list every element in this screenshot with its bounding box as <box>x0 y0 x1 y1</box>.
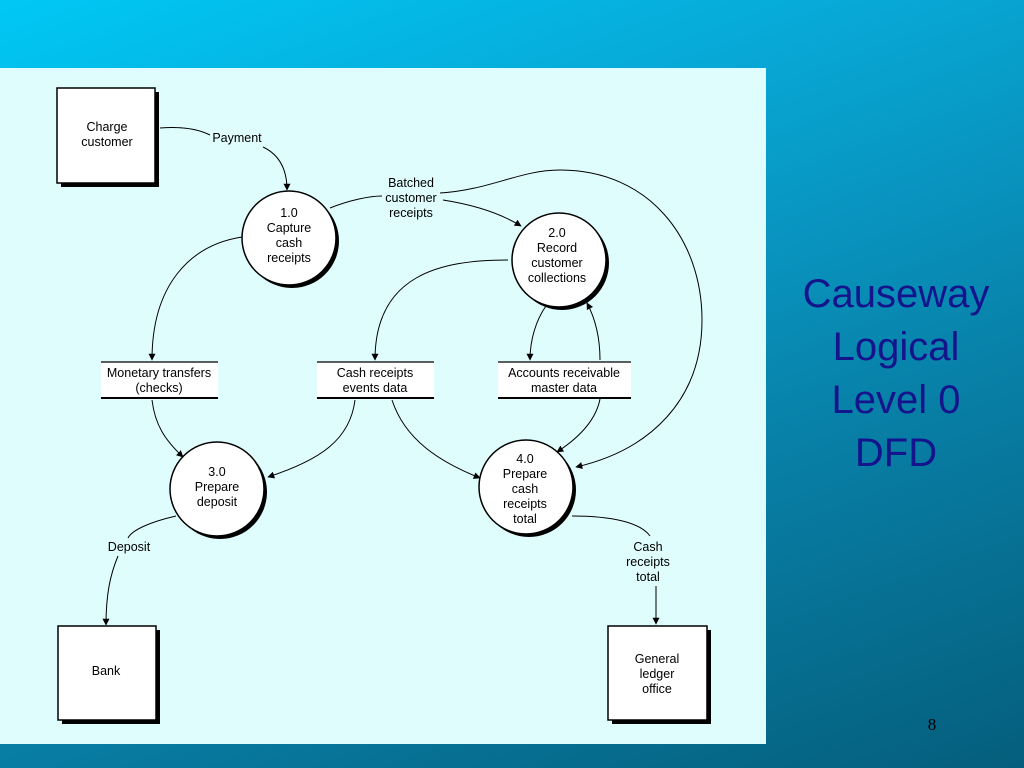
flow-total-a <box>571 515 651 537</box>
flow-label-line: Batched <box>388 176 434 190</box>
flow-batched-a <box>329 195 383 209</box>
datastore-accounts-receivable: Accounts receivable master data <box>498 361 631 399</box>
process-label-line: customer <box>531 256 582 270</box>
flow-p2-to-ar <box>526 305 547 361</box>
flow-payment-a <box>159 127 211 136</box>
flow-cash-events-to-p4 <box>391 399 481 479</box>
entity-bank: Bank <box>57 625 160 724</box>
process-label-line: Capture <box>267 221 312 235</box>
flow-ar-to-p2 <box>586 302 601 361</box>
entity-charge-customer: Charge customer <box>56 87 159 187</box>
process-label-line: cash <box>276 236 302 250</box>
process-label-line: 3.0 <box>208 465 225 479</box>
flow-label-batched-customer-receipts: Batched customer receipts <box>385 176 436 220</box>
flow-label-deposit: Deposit <box>108 540 151 554</box>
datastore-monetary-transfers: Monetary transfers (checks) <box>101 361 218 399</box>
flow-deposit-b <box>102 555 119 626</box>
entity-label-line: Charge <box>87 120 128 134</box>
page-number: 8 <box>927 715 937 734</box>
process-1-capture-cash-receipts: 1.0 Capture cash receipts <box>241 190 339 288</box>
datastore-label-line: master data <box>531 381 597 395</box>
process-label-line: 2.0 <box>548 226 565 240</box>
entity-label-line: Bank <box>92 664 121 678</box>
flow-label-cash-receipts-total: Cash receipts total <box>626 540 670 584</box>
flow-deposit-a <box>127 515 177 539</box>
process-label-line: Record <box>537 241 577 255</box>
flow-label-line: Cash <box>633 540 662 554</box>
entity-label-line: office <box>642 682 672 696</box>
process-label-line: 1.0 <box>280 206 297 220</box>
flow-ar-to-p4 <box>556 398 601 453</box>
process-label-line: Prepare <box>503 467 548 481</box>
flow-batched-to-p2 <box>442 199 522 227</box>
flow-label-payment: Payment <box>212 131 262 145</box>
slide-title-line: DFD <box>854 431 938 475</box>
process-label-line: receipts <box>267 251 311 265</box>
process-label-line: deposit <box>197 495 238 509</box>
process-2-record-customer-collections: 2.0 Record customer collections <box>511 212 609 310</box>
flow-payment-b <box>262 146 291 191</box>
process-4-prepare-cash-receipts-total: 4.0 Prepare cash receipts total <box>478 439 576 537</box>
datastore-label-line: events data <box>343 381 408 395</box>
flow-monetary-to-p3 <box>151 399 184 458</box>
process-label-line: total <box>513 512 537 526</box>
process-label-line: collections <box>528 271 586 285</box>
slide-title: Causeway Logical Level 0 DFD <box>776 268 1016 480</box>
process-3-prepare-deposit: 3.0 Prepare deposit <box>169 441 267 539</box>
entity-label-line: customer <box>81 135 132 149</box>
datastore-label-line: Cash receipts <box>337 366 413 380</box>
flow-cash-events-to-p3 <box>267 399 356 479</box>
data-flows <box>102 127 703 626</box>
datastore-label-line: Accounts receivable <box>508 366 620 380</box>
datastore-label-line: Monetary transfers <box>107 366 211 380</box>
flow-p2-to-cash-events <box>371 259 509 361</box>
entity-general-ledger-office: General ledger office <box>607 625 711 724</box>
entity-label-line: ledger <box>640 667 675 681</box>
slide-title-line: Causeway <box>802 272 990 316</box>
flow-label-line: total <box>636 570 660 584</box>
slide-title-line: Logical <box>832 325 960 369</box>
entity-label-line: General <box>635 652 679 666</box>
process-label-line: 4.0 <box>516 452 533 466</box>
flow-batched-to-p4 <box>439 169 703 469</box>
datastore-label-line: (checks) <box>135 381 182 395</box>
datastore-cash-receipts-events: Cash receipts events data <box>317 361 434 399</box>
process-label-line: cash <box>512 482 538 496</box>
slide-title-line: Level 0 <box>831 378 961 422</box>
process-label-line: Prepare <box>195 480 240 494</box>
flow-label-line: receipts <box>389 206 433 220</box>
process-label-line: receipts <box>503 497 547 511</box>
flow-p1-to-monetary <box>148 236 243 361</box>
flow-label-line: receipts <box>626 555 670 569</box>
flow-label-line: customer <box>385 191 436 205</box>
